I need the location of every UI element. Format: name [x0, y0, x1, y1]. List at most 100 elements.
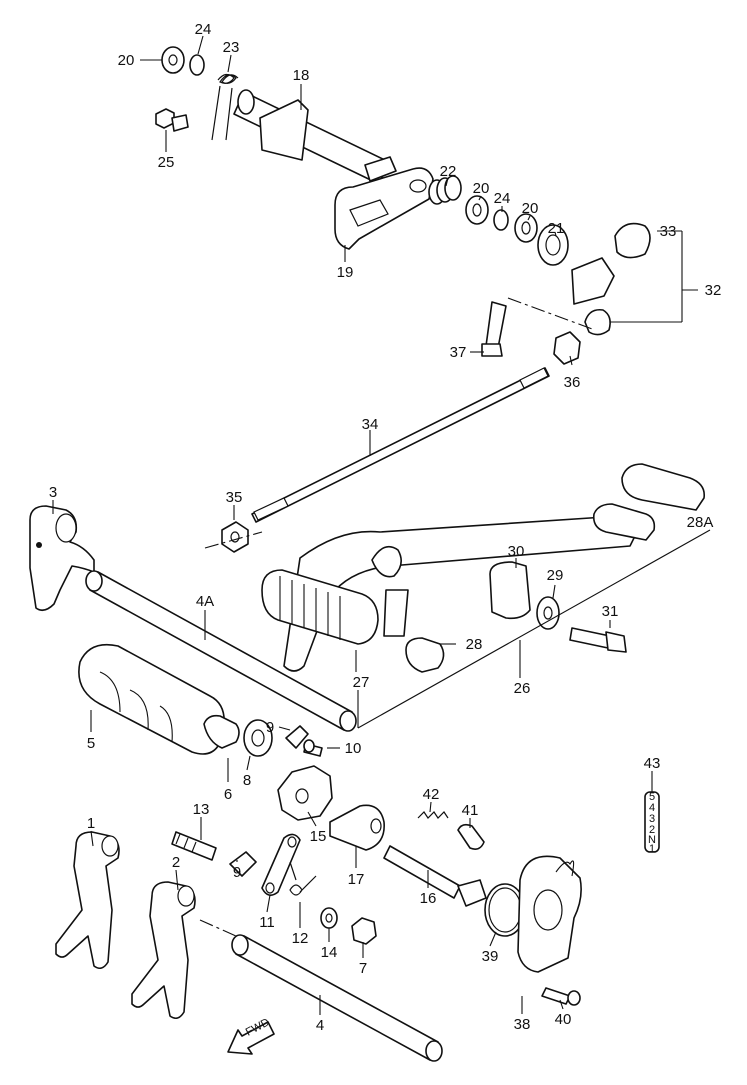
part-32-rod-end-assembly	[571, 222, 651, 336]
part-20-washer-right	[514, 213, 538, 243]
part-28A-pedal-rubber	[592, 463, 706, 541]
part-23-spring	[211, 73, 239, 141]
callout-27: 27	[353, 674, 370, 691]
callout-12: 12	[292, 930, 309, 947]
part-39-o-ring	[484, 883, 526, 937]
part-25-bolt	[155, 108, 189, 132]
part-27-footrest-rubber	[261, 569, 379, 645]
assembly-line-36-32	[507, 297, 596, 331]
part-5-shift-drum	[78, 643, 240, 755]
part-24-circlip-top	[189, 54, 205, 76]
callout-28: 28	[466, 636, 483, 653]
part-16-bolt	[383, 845, 487, 907]
callout-28A: 28A	[687, 514, 714, 531]
part-14-washer	[320, 907, 338, 929]
part-28-cap	[405, 637, 445, 673]
part-2-shift-fork	[131, 881, 196, 1020]
gear-indicator-3: 3	[649, 813, 655, 825]
callout-32: 32	[705, 282, 722, 299]
part-36-nut	[553, 331, 581, 365]
part-4A-fork-shaft	[85, 570, 357, 732]
part-9-retainer-top	[285, 725, 309, 749]
callout-4A: 4A	[196, 593, 214, 610]
callout-9: 9	[266, 719, 274, 736]
part-8-bearing	[243, 719, 273, 757]
callout-15: 15	[310, 828, 327, 845]
callout-37: 37	[450, 344, 467, 361]
callout-18: 18	[293, 67, 310, 84]
callout-38: 38	[514, 1016, 531, 1033]
callout-6: 6	[224, 786, 232, 803]
callout-41: 41	[462, 802, 479, 819]
callout-22: 22	[440, 163, 457, 180]
part-4-fork-shaft	[231, 934, 443, 1062]
part-35-nut	[221, 521, 249, 553]
callout-2: 2	[172, 854, 180, 871]
callout-3: 3	[49, 484, 57, 501]
part-40-screw	[541, 987, 581, 1006]
callout-39: 39	[482, 948, 499, 965]
callout-16: 16	[420, 890, 437, 907]
callout-35: 35	[226, 489, 243, 506]
callout-36: 36	[564, 374, 581, 391]
part-17-stopper	[329, 804, 385, 851]
callout-23: 23	[223, 39, 240, 56]
part-9-retainer-bottom	[229, 851, 257, 877]
part-12-spring	[289, 861, 317, 896]
part-41-plunger	[457, 823, 485, 850]
part-30-collar	[489, 561, 531, 620]
callout-19: 19	[337, 264, 354, 281]
part-21-bearing	[537, 224, 569, 266]
part-3-shift-fork	[29, 505, 95, 612]
part-15-cam-star	[277, 765, 333, 821]
gear-indicator-2: 2	[649, 824, 655, 836]
callout-42: 42	[423, 786, 440, 803]
part-42-spring	[417, 811, 449, 819]
callout-33: 33	[660, 223, 677, 240]
part-19-shift-arm	[334, 167, 434, 250]
callout-1: 1	[87, 815, 95, 832]
callout-5: 5	[87, 735, 95, 752]
part-34-tie-rod	[251, 367, 550, 523]
callout-20: 20	[522, 200, 539, 217]
callout-14: 14	[321, 944, 338, 961]
callout-10: 10	[345, 740, 362, 757]
part-7-nut	[351, 917, 377, 945]
callout-24: 24	[195, 21, 212, 38]
callout-24: 24	[494, 190, 511, 207]
part-11-arm	[261, 833, 301, 896]
callout-30: 30	[508, 543, 525, 560]
gear-indicator-5: 5	[649, 791, 655, 803]
callout-7: 7	[359, 960, 367, 977]
leader-lines	[52, 35, 698, 1015]
part-22-spring-small	[428, 175, 462, 205]
part-20-washer-top	[161, 46, 185, 74]
callout-40: 40	[555, 1011, 572, 1028]
part-37-bolt	[481, 301, 507, 357]
part-38-gear-position-switch	[517, 855, 582, 973]
part-26-gearshift-pedal	[283, 515, 641, 672]
fwd-arrow-icon: FWD	[227, 1016, 275, 1055]
callout-26: 26	[514, 680, 531, 697]
callout-labels: 20 24 23 18 25 22 20 24 20 21 33 32 19 3…	[49, 21, 722, 1034]
callout-11: 11	[259, 914, 275, 931]
gear-indicator-4: 4	[649, 802, 655, 814]
part-29-washer	[536, 596, 560, 630]
callout-4: 4	[316, 1017, 324, 1034]
part-13-pin	[171, 831, 217, 861]
part-1-shift-fork	[55, 831, 120, 970]
gear-indicator-n: N	[648, 834, 656, 846]
callout-20: 20	[118, 52, 135, 69]
callout-21: 21	[548, 220, 565, 237]
part-18-shift-shaft	[233, 89, 397, 185]
callout-17: 17	[348, 871, 365, 888]
part-31-bolt	[569, 627, 627, 653]
callout-29: 29	[547, 567, 564, 584]
callout-25: 25	[158, 154, 175, 171]
part-10-screw	[303, 739, 323, 757]
part-20-washer-mid	[465, 195, 489, 225]
gear-indicator-1: 1	[649, 843, 655, 855]
callout-34: 34	[362, 416, 379, 433]
callout-20: 20	[473, 180, 490, 197]
